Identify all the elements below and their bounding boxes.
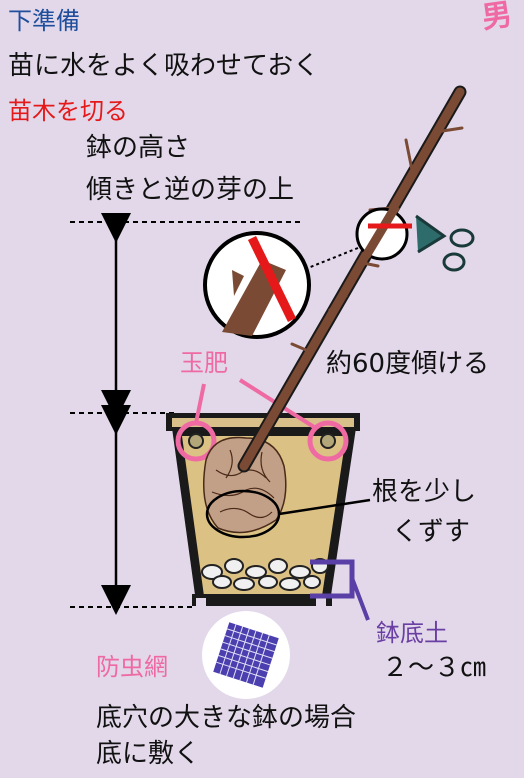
cut-line-2: 傾きと逆の芽の上: [86, 175, 295, 205]
fertilizer-balls: [175, 420, 349, 462]
pot-soil-leader: [350, 577, 370, 621]
cut-line-1: 鉢の高さ: [86, 133, 191, 163]
roots-leader: [278, 498, 371, 516]
zoom-connector: [307, 247, 359, 269]
roots-label-2: くずす: [392, 517, 471, 547]
scissors-icon: [415, 214, 475, 272]
pot-soil-title: 鉢底土: [376, 619, 448, 647]
fertilizer-label: 玉肥: [180, 349, 228, 377]
insect-net-icon: [202, 611, 290, 699]
roots-label-1: 根を少し: [372, 477, 477, 507]
net-line-2: 底に敷く: [96, 739, 201, 769]
pot-bottom-pebbles: [201, 558, 329, 591]
cut-detail-zoom: [203, 231, 311, 339]
pot-soil-amount: ２～３㎝: [382, 653, 487, 683]
cut-title: 苗木を切る: [8, 97, 128, 125]
net-line-1: 底穴の大きな鉢の場合: [96, 703, 357, 733]
seedling-stem: [237, 85, 467, 473]
prep-text: 苗に水をよく吸わせておく: [8, 51, 320, 81]
root-ball: [203, 436, 287, 534]
prep-title: 下準備: [8, 7, 80, 35]
net-title: 防虫網: [96, 653, 168, 681]
tilt-label: 約60度傾ける: [326, 349, 490, 379]
